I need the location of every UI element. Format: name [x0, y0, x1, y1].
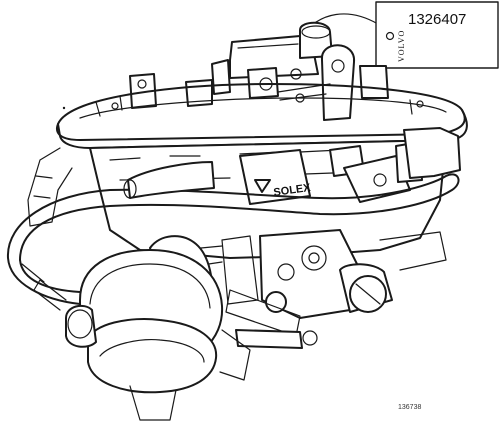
tag-hole-icon [385, 31, 395, 41]
solex-logo-icon [254, 179, 271, 193]
solex-brand-mark: SOLEX [273, 182, 312, 199]
tag-part-number: 1326407 [408, 11, 466, 28]
tag-brand: VOLVO [397, 30, 406, 62]
dot-mark [62, 106, 66, 110]
fuel-hose [6, 161, 460, 305]
vacuum-diaphragm [21, 235, 251, 421]
identification-tag: 1326407 VOLVO [299, 1, 499, 69]
choke-housing [129, 21, 389, 121]
throttle-linkage [179, 229, 447, 349]
figure-reference: 136738 [398, 404, 421, 411]
